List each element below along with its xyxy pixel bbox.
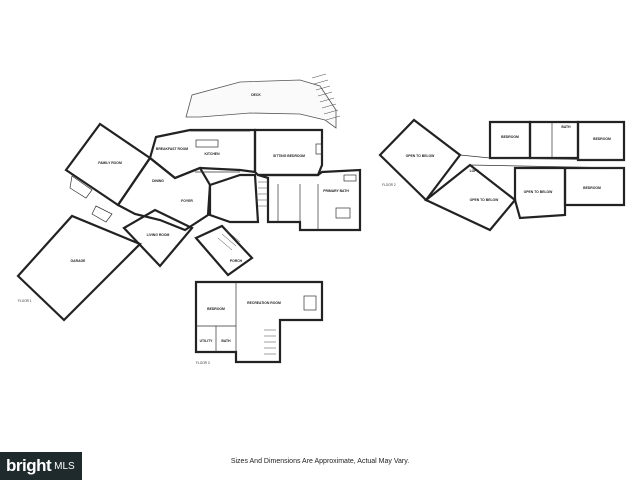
room-label-utility: UTILITY	[200, 339, 214, 343]
room-label-open-below-3: OPEN TO BELOW	[524, 190, 554, 194]
room-label-open-below-1: OPEN TO BELOW	[406, 154, 436, 158]
room-label-bedroom-2: BEDROOM	[593, 137, 611, 141]
room-label-living-room: LIVING ROOM	[147, 233, 170, 237]
logo-mls: MLS	[54, 460, 75, 472]
room-label-primary-bath: PRIMARY BATH	[323, 189, 349, 193]
garage-walls	[16, 214, 142, 322]
primary-bath-walls	[257, 168, 362, 232]
room-label-bedroom-3: BEDROOM	[583, 186, 601, 190]
lower-stairs	[264, 329, 276, 355]
open-below-left	[378, 118, 462, 202]
kitchen-island	[195, 139, 219, 148]
room-label-recreation-room: RECREATION ROOM	[247, 301, 281, 305]
floor-label-main: FLOOR 1	[18, 299, 32, 303]
deck-stairs	[311, 73, 341, 121]
bedroom-ne-walls	[576, 120, 626, 162]
main-stairs	[258, 181, 268, 207]
room-label-family-room: FAMILY ROOM	[98, 161, 122, 165]
sitting-bedroom-walls	[253, 128, 324, 177]
room-label-foyer: FOYER	[181, 199, 193, 203]
porch-stairs	[217, 229, 241, 251]
room-label-kitchen: KITCHEN	[204, 152, 220, 156]
deck-outline	[185, 79, 337, 129]
room-label-bath-1: BATH	[561, 125, 571, 129]
logo-wordmark: bright	[6, 456, 52, 475]
bedroom-se-walls	[563, 166, 626, 207]
room-label-garage: GARAGE	[71, 259, 87, 263]
room-label-loft: LOFT	[470, 169, 480, 173]
bath-upper-walls	[528, 120, 580, 160]
room-label-open-below-2: OPEN TO BELOW	[470, 198, 500, 202]
living-room-walls	[122, 208, 194, 268]
bedroom-nw-walls	[488, 120, 532, 160]
room-label-porch: PORCH	[230, 259, 243, 263]
room-label-bedroom-bsmt: BEDROOM	[207, 307, 225, 311]
lower-floor-plan: RECREATION ROOM BEDROOM UTILITY BATH FLO…	[194, 280, 324, 365]
main-floor-plan: DECK FAMILY ROOM BREAKFAST ROOM KITCHEN …	[16, 73, 362, 322]
upper-floor-plan: OPEN TO BELOW OPEN TO BELOW OPEN TO BELO…	[378, 118, 626, 232]
room-label-bath-bsmt: BATH	[221, 339, 231, 343]
porch-walls	[194, 224, 254, 277]
lower-level-walls	[194, 280, 324, 364]
room-label-deck: DECK	[251, 93, 261, 97]
room-label-dining: DINING	[152, 179, 164, 183]
floor-label-lower: FLOOR 3	[196, 361, 210, 365]
disclaimer-text: Sizes And Dimensions Are Approximate, Ac…	[230, 458, 410, 465]
room-label-bedroom-1: BEDROOM	[501, 135, 519, 139]
hall-walls	[208, 173, 260, 224]
room-label-breakfast-room: BREAKFAST ROOM	[156, 147, 188, 151]
floor-label-upper: FLOOR 2	[382, 183, 396, 187]
dining-walls	[116, 156, 212, 232]
bright-mls-logo: bright MLS	[0, 452, 82, 480]
room-label-sitting-bedroom: SITTING BEDROOM	[273, 154, 305, 158]
